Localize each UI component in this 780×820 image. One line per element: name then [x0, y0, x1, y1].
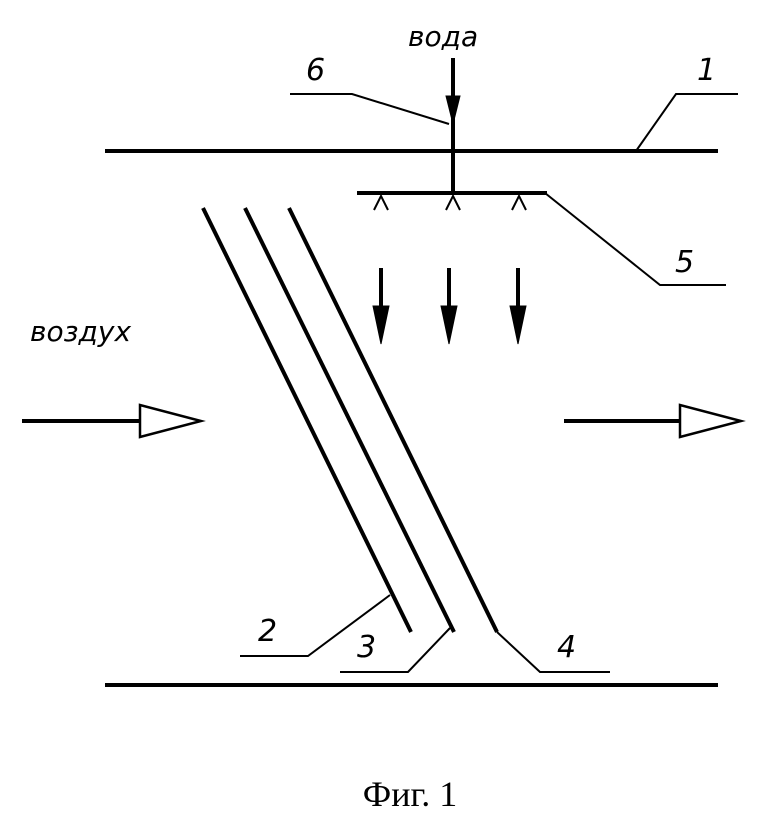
leader-1 — [636, 94, 738, 151]
leader-6 — [290, 94, 449, 124]
nozzle-right — [512, 196, 526, 210]
label-1: 1 — [697, 53, 716, 88]
nozzle-center — [446, 196, 460, 210]
spray-arrow-left-head — [373, 306, 389, 344]
air-label: воздух — [30, 315, 131, 348]
leader-4 — [497, 632, 610, 672]
spray-arrow-right-head — [510, 306, 526, 344]
air-inlet-arrowhead — [140, 405, 201, 437]
nozzle-left — [374, 196, 388, 210]
spray-arrow-center-head — [441, 306, 457, 344]
plate-4 — [289, 208, 497, 632]
air-outlet-arrowhead — [680, 405, 741, 437]
leader-5 — [545, 193, 726, 285]
plate-3 — [245, 208, 454, 632]
label-2: 2 — [258, 614, 277, 649]
water-label: вода — [408, 20, 478, 53]
label-3: 3 — [357, 630, 376, 665]
label-4: 4 — [557, 630, 576, 665]
water-inlet-arrowhead — [446, 96, 460, 124]
figure-caption: Фиг. 1 — [363, 774, 457, 814]
label-6: 6 — [306, 53, 325, 88]
label-5: 5 — [675, 245, 694, 280]
